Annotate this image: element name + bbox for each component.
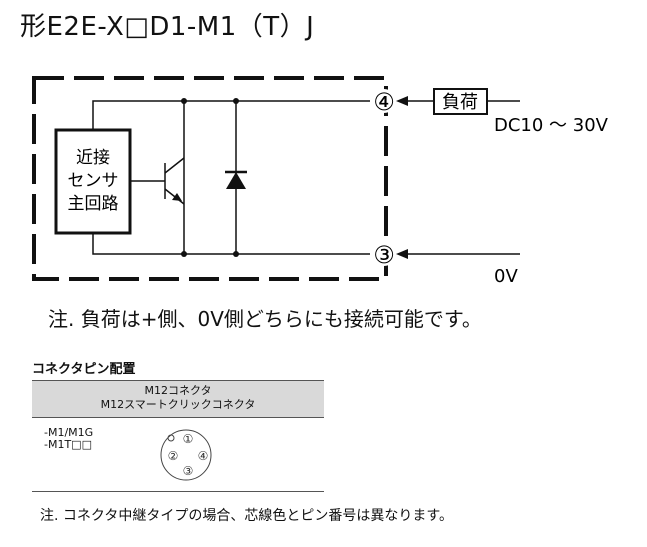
internal-wiring — [92, 100, 370, 255]
load-label: 負荷 — [442, 92, 478, 113]
pin-3: ③ — [183, 464, 194, 478]
pin-3-label: ③ — [373, 241, 395, 269]
connector-note: 注. コネクタ中継タイプの場合、芯線色とピン番号は異なります。 — [40, 508, 453, 524]
connector-header-line-1: M12コネクタ — [144, 384, 212, 397]
load-box — [433, 88, 488, 115]
pin-arrangement-heading: コネクタピン配置 — [32, 362, 136, 377]
arrow-pin-4 — [396, 96, 408, 106]
main-circuit-label-1: 近接 — [76, 148, 110, 168]
sensor-enclosure — [32, 76, 388, 281]
pin-4: ④ — [198, 449, 209, 463]
model-line-1: -M1/M1G — [44, 426, 94, 439]
main-circuit-label-2: センサ — [68, 171, 119, 191]
transistor-arrow — [172, 193, 182, 201]
junction-dot — [233, 98, 239, 104]
supply-voltage-label: DC10 ～ 30V — [494, 115, 609, 136]
connector-header: M12コネクタ M12スマートクリックコネクタ — [32, 380, 324, 418]
connector-outline — [160, 429, 212, 481]
connector-pin-face: ① ② ③ ④ — [160, 429, 212, 481]
pin-4-label: ④ — [373, 88, 395, 116]
arrow-pin-3 — [396, 249, 408, 259]
diode-symbol — [226, 172, 246, 189]
wiring-diagram: 近接 センサ 主回路 ④ ③ 負荷 DC10 ～ 30V 0V — [32, 76, 609, 287]
main-circuit-label-3: 主回路 — [68, 194, 119, 214]
page-title: 形E2E-X□D1-M1（T）J — [20, 12, 315, 42]
zero-volt-label: 0V — [494, 266, 518, 287]
junction-dot — [233, 251, 239, 257]
external-wiring — [404, 100, 520, 255]
main-circuit-box — [54, 128, 132, 235]
pin-1: ① — [183, 432, 194, 446]
junction-dot — [181, 251, 187, 257]
pin-2: ② — [168, 449, 179, 463]
model-list: -M1/M1G -M1T□□ — [44, 427, 93, 451]
pin-arrangement-table: M12コネクタ M12スマートクリックコネクタ -M1/M1G -M1T□□ ①… — [32, 380, 324, 492]
connector-header-line-2: M12スマートクリックコネクタ — [100, 398, 256, 411]
load-note: 注. 負荷は+側、0V側どちらにも接続可能です。 — [48, 307, 482, 331]
junction-dot — [181, 98, 187, 104]
key-notch — [167, 434, 175, 442]
model-line-2: -M1T□□ — [44, 438, 92, 451]
